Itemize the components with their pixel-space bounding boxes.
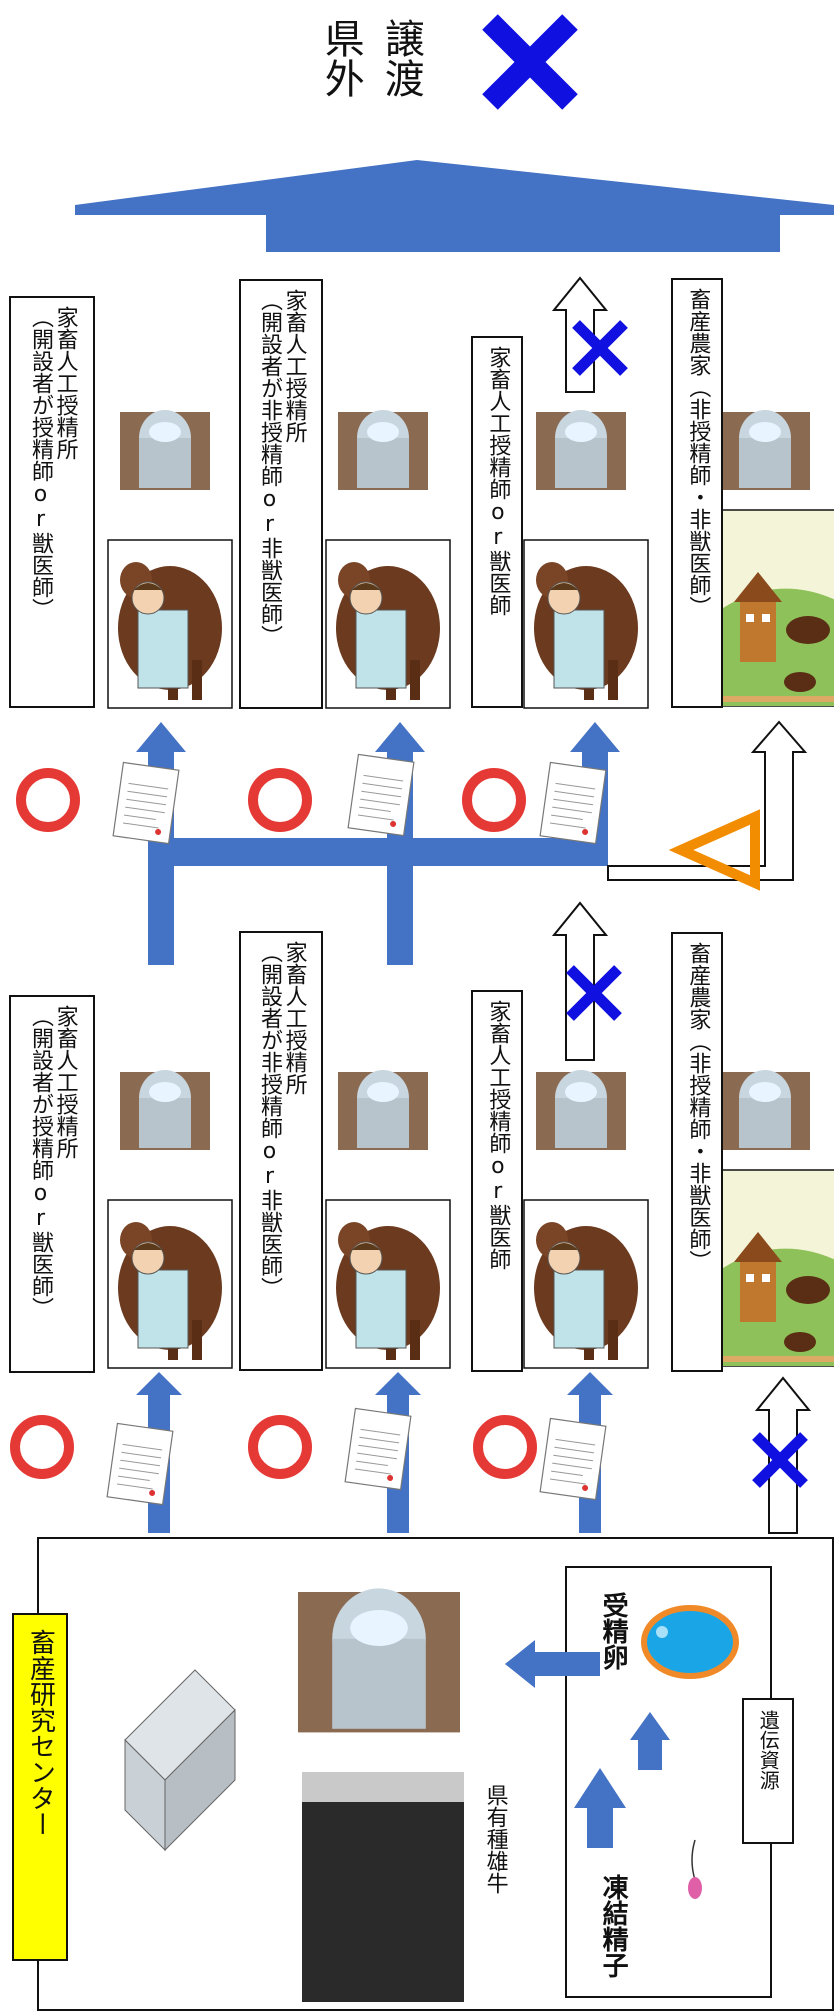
cattle-technician-icon [107, 1199, 233, 1369]
sperm-icon [688, 1839, 702, 1899]
building-icon [124, 1669, 236, 1852]
cattle-technician-icon [107, 539, 233, 709]
page-title: 県外 [317, 18, 364, 98]
bull-photo [302, 1772, 464, 2002]
cattle-technician-icon [523, 539, 649, 709]
egg-icon [641, 1605, 739, 1679]
page-title-2: 譲渡 [377, 18, 424, 98]
cattle-technician-icon [523, 1199, 649, 1369]
hollow-arrow-stage2 [607, 720, 808, 881]
circle-ok-icon [253, 773, 307, 827]
contract-document-icon [347, 753, 415, 837]
circle-ok-icon [21, 773, 75, 827]
big-up-arrow [75, 160, 834, 252]
contract-document-icon [112, 761, 180, 845]
label-box-stage2-farmer: 畜産農家（非授精師・非獣医師） [671, 278, 723, 708]
liquid-nitrogen-tank-icon [298, 1588, 460, 1733]
fertilized-egg-label: 受精卵 [598, 1592, 629, 1670]
liquid-nitrogen-tank-icon [536, 1070, 626, 1150]
liquid-nitrogen-tank-icon [338, 410, 428, 490]
arrow-to-egg [630, 1712, 670, 1770]
liquid-nitrogen-tank-icon [120, 1070, 210, 1150]
contract-document-icon [539, 1417, 607, 1501]
label-box-stage1-2: 家畜人工授精所（開設者が非授精師or非獣医師） [239, 931, 323, 1371]
liquid-nitrogen-tank-icon [536, 410, 626, 490]
frozen-semen-label: 凍結精子 [598, 1874, 629, 1978]
label-box-stage1-3: 家畜人工授精師or獣医師 [471, 990, 523, 1372]
farm-house-icon [719, 1169, 834, 1367]
liquid-nitrogen-tank-icon [338, 1070, 428, 1150]
farm-house-icon [719, 509, 834, 707]
liquid-nitrogen-tank-icon [720, 410, 810, 490]
circle-ok-icon [478, 1420, 532, 1474]
triangle-conditional-icon [668, 809, 760, 891]
contract-document-icon [539, 761, 607, 845]
connector-bar [148, 838, 608, 866]
research-center-label: 畜産研究センター [12, 1613, 68, 1961]
circle-ok-icon [15, 1420, 69, 1474]
genetic-resources-box: 遺伝資源 [742, 1698, 794, 1844]
circle-ok-icon [253, 1420, 307, 1474]
cross-ng-icon [482, 14, 578, 110]
liquid-nitrogen-tank-icon [720, 1070, 810, 1150]
label-box-stage1-farmer: 畜産農家（非授精師・非獣医師） [671, 932, 723, 1372]
arrow-to-tank [505, 1640, 600, 1688]
arrow-semen [574, 1768, 626, 1848]
bull-caption: 県有種雄牛 [482, 1784, 508, 1894]
contract-document-icon [344, 1407, 412, 1491]
label-box-stage2-3: 家畜人工授精師or獣医師 [471, 336, 523, 708]
cattle-technician-icon [325, 539, 451, 709]
cattle-technician-icon [325, 1199, 451, 1369]
label-box-stage2-2: 家畜人工授精所（開設者が非授精師or非獣医師） [239, 279, 323, 709]
label-box-stage1-1: 家畜人工授精所（開設者が授精師or獣医師） [9, 995, 95, 1373]
label-box-stage2-1: 家畜人工授精所（開設者が授精師or獣医師） [9, 296, 95, 708]
contract-document-icon [106, 1422, 174, 1506]
circle-ok-icon [467, 773, 521, 827]
liquid-nitrogen-tank-icon [120, 410, 210, 490]
